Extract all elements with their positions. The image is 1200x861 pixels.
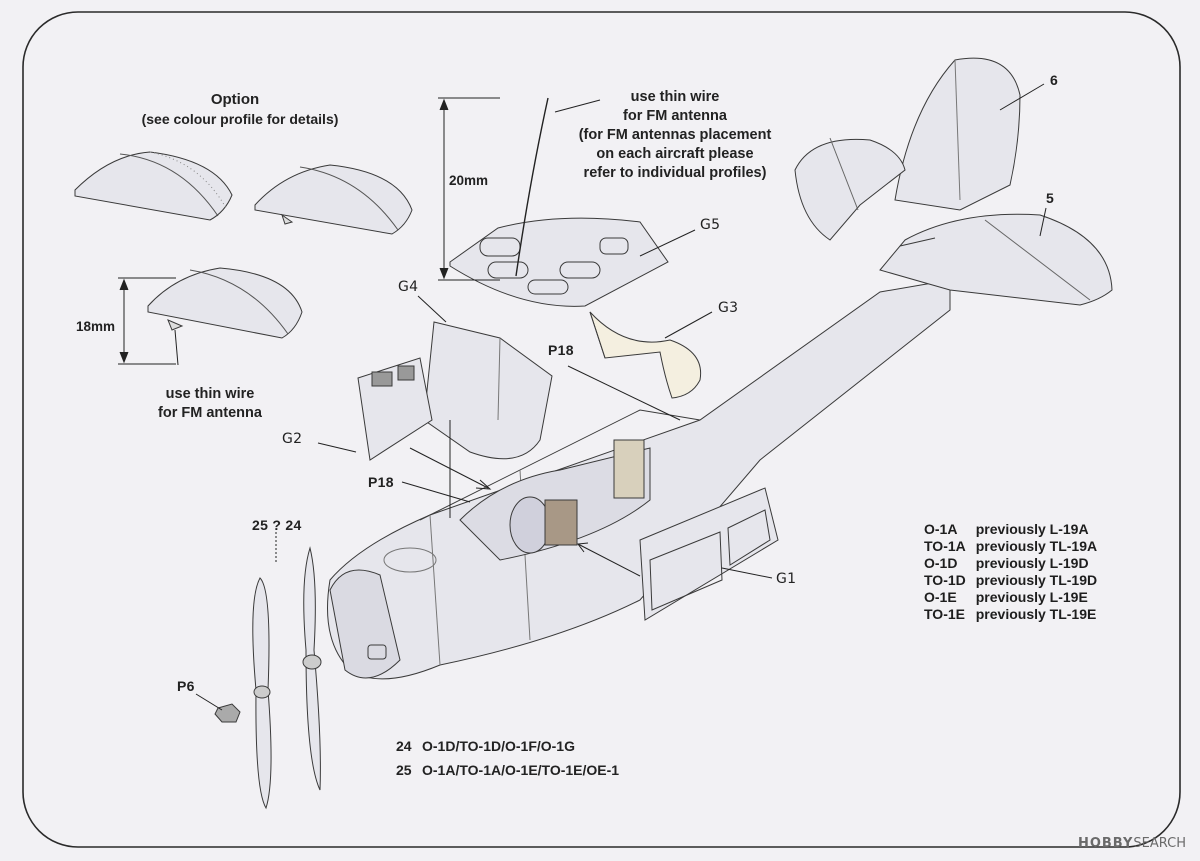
designation-row: TO-1A previously TL-19A: [920, 538, 1103, 555]
watermark: HOBBYSEARCH: [1078, 836, 1186, 851]
part-label-6: 6: [1050, 72, 1059, 88]
option-elevator-1: [74, 151, 233, 221]
top-note-line-1: use thin wire: [630, 89, 720, 105]
part-label-p18-lower: P18: [368, 474, 394, 490]
part-label-g2: G2: [282, 431, 303, 447]
designation-previous: previously L-19D: [975, 555, 1089, 571]
propeller-variant-models: O-1A/TO-1A/O-1E/TO-1E/OE-1: [422, 762, 620, 778]
propeller-choice-label: 25 ? 24: [252, 517, 302, 533]
watermark-brand: HOBBY: [1077, 836, 1134, 851]
designation-table: O-1A previously L-19A TO-1A previously TL-1…: [920, 521, 1103, 623]
assembly-arrows: [409, 420, 641, 577]
leader-p18-top: [567, 365, 681, 421]
part-5-right-stabilizer: [879, 213, 1113, 306]
designation-new: TO-1D: [924, 572, 966, 588]
option-title: Option: [210, 91, 260, 108]
option-subtitle: (see colour profile for details): [141, 111, 339, 127]
designation-row: O-1A previously L-19A: [920, 521, 1103, 538]
leader-g1: [721, 567, 773, 579]
leader-left-note: [174, 329, 179, 366]
designation-new: TO-1A: [924, 538, 966, 554]
part-g2-left-door: [357, 357, 433, 461]
fuselage: [327, 279, 951, 680]
dimension-line-20mm: [438, 97, 500, 281]
designation-row: O-1D previously L-19D: [920, 555, 1103, 572]
propeller-variant-number: 24: [396, 738, 412, 754]
antenna-wire: [515, 97, 549, 277]
leader-part5: [1039, 207, 1047, 237]
designation-new: O-1A: [924, 521, 958, 537]
dimension-line-18mm: [118, 277, 176, 365]
part-g5-roof-panel: [449, 217, 669, 307]
leader-g3: [664, 311, 713, 339]
leader-part6: [999, 83, 1045, 111]
designation-previous: previously L-19E: [975, 589, 1088, 605]
part-label-g4: G4: [398, 279, 419, 295]
propeller-variant-list: 24 O-1D/TO-1D/O-1F/O-1G 25 O-1A/TO-1A/O-1E/…: [396, 738, 619, 786]
designation-row: O-1E previously L-19E: [920, 589, 1103, 606]
left-antenna-note: use thin wire for FM antenna: [140, 385, 280, 423]
part-label-g1: G1: [776, 571, 797, 587]
propeller-variant-number: 25: [396, 762, 412, 778]
part-label-g3: G3: [718, 300, 739, 316]
option-elevator-3: [147, 267, 303, 339]
designation-new: O-1E: [924, 589, 957, 605]
dimension-label-18mm: 18mm: [76, 319, 116, 334]
propeller-variant-row: 25 O-1A/TO-1A/O-1E/TO-1E/OE-1: [396, 762, 619, 779]
designation-previous: previously TL-19E: [975, 606, 1097, 622]
option-elevator-2: [254, 164, 413, 235]
designation-row: TO-1D previously TL-19D: [920, 572, 1103, 589]
part-label-p18-top: P18: [548, 342, 574, 358]
part-p6-spinner-plate: [214, 703, 241, 723]
part-5-left-stabilizer: [794, 137, 906, 241]
top-note-line-2: for FM antenna: [623, 108, 727, 124]
part-g3-windscreen: [589, 311, 702, 399]
designation-new: TO-1E: [924, 606, 965, 622]
sheet-border: [22, 11, 1181, 848]
leader-g2: [317, 442, 357, 453]
left-note-line-2: for FM antenna: [158, 405, 262, 421]
leader-g5: [639, 229, 696, 257]
top-note-line-5: refer to individual profiles): [583, 165, 767, 181]
left-note-line-1: use thin wire: [165, 386, 255, 402]
designation-previous: previously L-19A: [975, 521, 1089, 537]
propeller-variant-models: O-1D/TO-1D/O-1F/O-1G: [422, 738, 575, 754]
part-label-p6: P6: [177, 678, 195, 694]
designation-row: TO-1E previously TL-19E: [920, 606, 1103, 623]
top-note-line-3: (for FM antennas placement: [578, 127, 772, 143]
leader-p6: [195, 693, 223, 711]
top-note-line-4: on each aircraft please: [596, 146, 754, 162]
part-label-5: 5: [1046, 190, 1055, 206]
part-6-fin: [894, 57, 1021, 211]
propeller-24: [302, 546, 322, 791]
part-g1-right-door: [639, 487, 779, 621]
leader-g4: [417, 295, 447, 323]
designation-previous: previously TL-19A: [975, 538, 1098, 554]
top-antenna-note: use thin wire for FM antenna (for FM ant…: [560, 88, 790, 183]
propeller-variant-row: 24 O-1D/TO-1D/O-1F/O-1G: [396, 738, 619, 755]
leader-top-note: [554, 99, 601, 113]
part-g4-rear-window: [423, 321, 553, 460]
propeller-25: [252, 577, 272, 810]
leader-p18-lower: [401, 481, 471, 503]
designation-previous: previously TL-19D: [975, 572, 1098, 588]
designation-new: O-1D: [924, 555, 958, 571]
watermark-suffix: SEARCH: [1133, 836, 1186, 851]
dimension-label-20mm: 20mm: [449, 173, 489, 188]
part-label-g5: G5: [700, 217, 721, 233]
